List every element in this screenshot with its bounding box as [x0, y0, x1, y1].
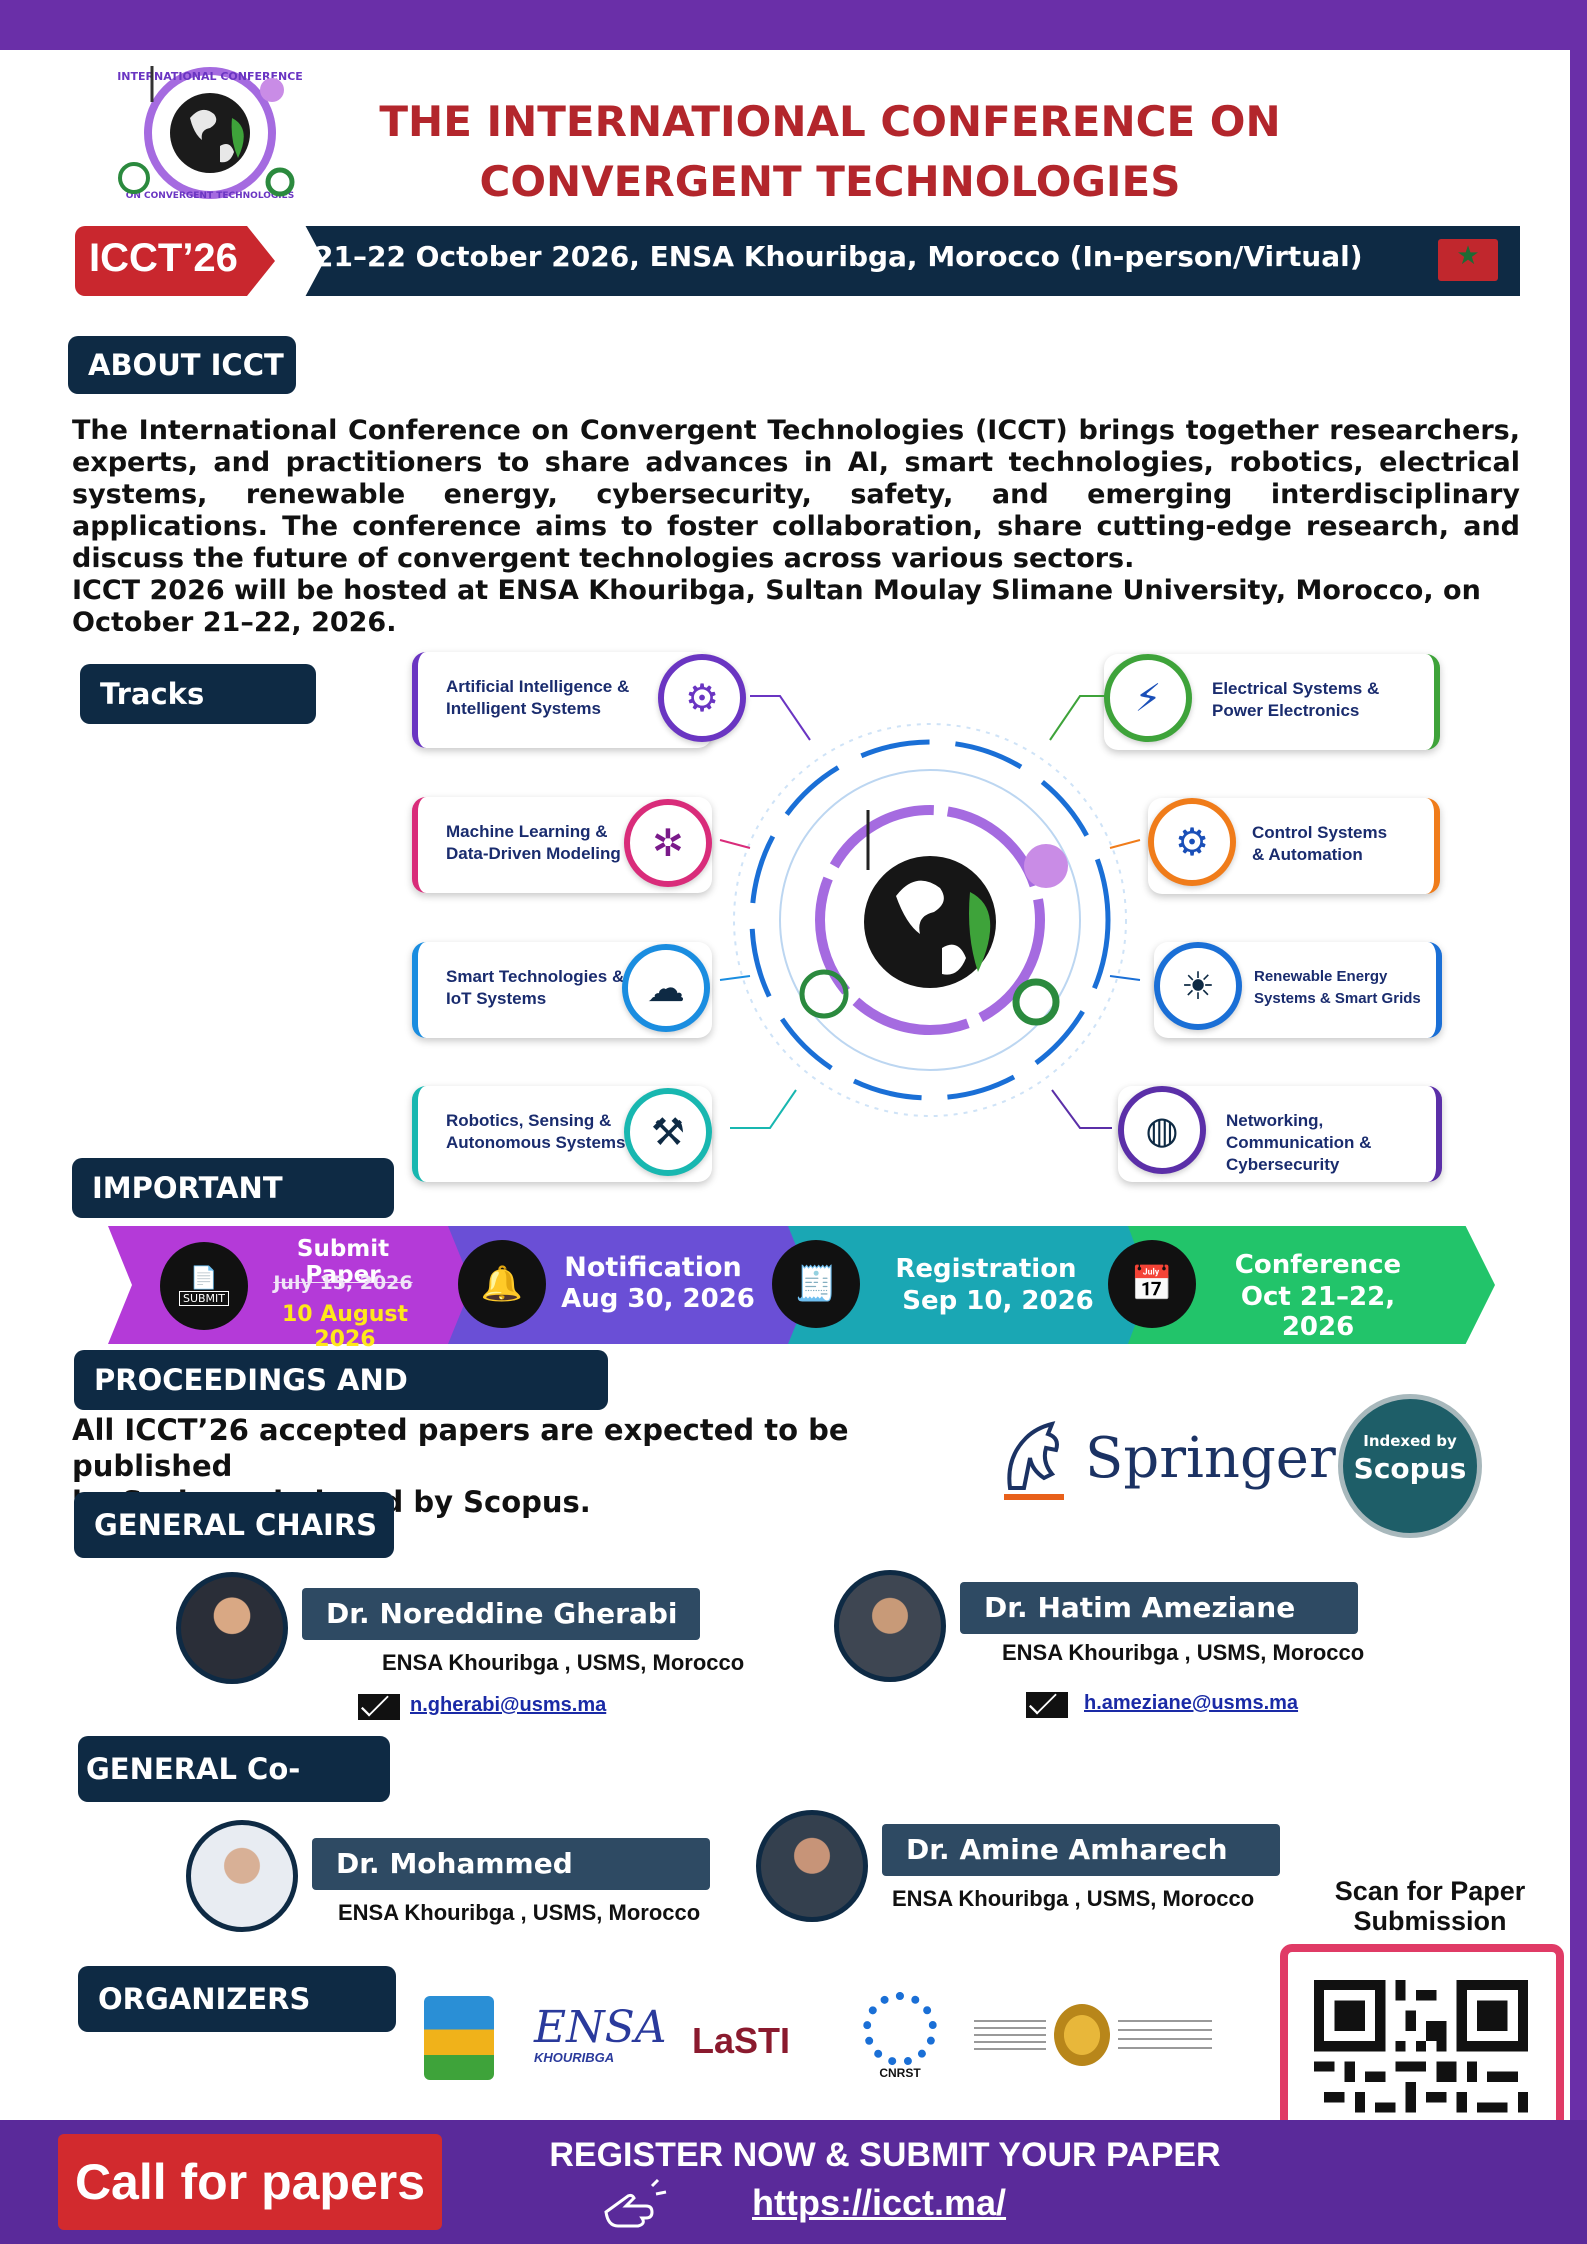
track-label: Networking, Communication & Cybersecurit… [1226, 1111, 1372, 1174]
brain-circuit-icon: ⚙ [658, 654, 746, 742]
track-label: Machine Learning & Data-Driven Modeling [446, 822, 621, 863]
title-line-1: THE INTERNATIONAL CONFERENCE ON [379, 97, 1281, 146]
registration-date: Sep 10, 2026 [902, 1286, 1094, 1316]
dates-timeline: 📄SUBMIT Submit Paper July 15, 2026 10 Au… [108, 1226, 1495, 1352]
submit-paper-new-date: 10 August 2026 [282, 1302, 408, 1352]
date-location-text: 21–22 October 2026, ENSA Khouribga, Moro… [314, 240, 1363, 273]
flag-star-icon: ★ [1456, 241, 1480, 271]
cochair-name: Dr. Amine Amharech [882, 1824, 1280, 1876]
mail-icon [358, 1694, 400, 1720]
morocco-flag-icon [1438, 239, 1498, 281]
track-label: Control Systems & Automation [1252, 823, 1388, 864]
tracks-center-emblem [733, 723, 1127, 1117]
notification-date: Aug 30, 2026 [561, 1284, 755, 1314]
logo-text-bottom: ON CONVERGENT TECHNOLOGIES [126, 191, 295, 201]
springer-horse-logo-icon [1004, 1421, 1064, 1500]
avatar [186, 1820, 298, 1932]
page-title: THE INTERNATIONAL CONFERENCE ON CONVERGE… [330, 92, 1330, 212]
track-label: Smart Technologies & IoT Systems [446, 967, 625, 1008]
pointing-hand-icon [604, 2178, 667, 2228]
about-heading: ABOUT ICCT [68, 336, 296, 394]
usms-university-logo [424, 1996, 494, 2080]
title-line-2: CONVERGENT TECHNOLOGIES [479, 157, 1181, 206]
proceedings-line-1: All ICCT’26 accepted papers are expected… [72, 1413, 849, 1483]
notification-title: Notification [564, 1252, 742, 1283]
register-cta: REGISTER NOW & SUBMIT YOUR PAPER [549, 2136, 1221, 2174]
calendar-icon: 📅 [1108, 1240, 1196, 1328]
cnrst-logo-text: CNRST [879, 2066, 921, 2080]
proceedings-heading: PROCEEDINGS AND PUBLICATION [74, 1350, 608, 1457]
track-label: Electrical Systems & Power Electronics [1212, 679, 1380, 720]
qr-label-line-2: Submission [1353, 1906, 1507, 1936]
chair-email-link[interactable]: h.ameziane@usms.ma [1084, 1692, 1299, 1714]
globe-lock-icon: ◍ [1118, 1086, 1206, 1174]
call-for-papers-banner: Call for papers [58, 2134, 442, 2230]
chair-affiliation: ENSA Khouribga , USMS, Morocco [1002, 1640, 1365, 1665]
mail-icon [1026, 1692, 1068, 1718]
wifi-cloud-icon: ☁ [622, 944, 710, 1032]
date-location-bar [305, 226, 1520, 296]
chair-email-link[interactable]: n.gherabi@usms.ma [410, 1694, 607, 1716]
organizers-heading: ORGANIZERS [78, 1966, 396, 2032]
ministry-text-left [974, 2020, 1046, 2054]
network-nodes-icon: ✲ [624, 799, 712, 887]
cnrst-logo: CNRST [858, 1992, 942, 2080]
qr-label-line-1: Scan for Paper [1334, 1876, 1526, 1906]
submit-paper-title: Submit Paper [296, 1236, 390, 1288]
conference-title: Conference [1234, 1250, 1402, 1280]
track-connectors [719, 695, 1141, 1129]
registration-title: Registration [895, 1254, 1077, 1284]
cochair-name: Dr. Mohammed [312, 1838, 710, 1890]
website-link[interactable]: https://icct.ma/ [752, 2182, 1007, 2223]
submit-paper-old-date: July 15, 2026 [273, 1272, 413, 1294]
tracks-heading: Tracks [80, 664, 316, 724]
conference-date: Oct 21–22, 2026 [1240, 1282, 1396, 1342]
general-cochairs-heading: GENERAL Co-CHAIRS [78, 1736, 390, 1852]
icct-badge: ICCT’26 [75, 226, 275, 296]
track-label: Robotics, Sensing & Autonomous Systems [446, 1111, 626, 1152]
submit-icon-label: SUBMIT [178, 1291, 230, 1306]
invoice-icon: 🧾 [772, 1240, 860, 1328]
avatar [834, 1570, 946, 1682]
bell-icon: 🔔 [458, 1240, 546, 1328]
conference-logo: INTERNATIONAL CONFERENCE ON CONVERGENT T… [117, 66, 303, 201]
chair-affiliation: ENSA Khouribga , USMS, Morocco [382, 1650, 745, 1675]
springer-wordmark: Springer [1085, 1426, 1336, 1491]
ministry-emblem-icon [1054, 2004, 1110, 2066]
chair-name: Dr. Hatim Ameziane [960, 1582, 1358, 1634]
lasti-logo: LaSTI [692, 2020, 791, 2061]
scopus-name: Scopus [1353, 1452, 1467, 1485]
cochair-affiliation: ENSA Khouribga , USMS, Morocco [892, 1886, 1255, 1911]
chair-name: Dr. Noreddine Gherabi [302, 1588, 700, 1640]
general-chairs-heading: GENERAL CHAIRS [74, 1492, 394, 1558]
about-paragraph-1: The International Conference on Converge… [72, 415, 1520, 574]
lightning-icon: ⚡ [1104, 654, 1192, 742]
logo-text-top: INTERNATIONAL CONFERENCE [117, 70, 303, 83]
avatar [756, 1810, 868, 1922]
avatar [176, 1572, 288, 1684]
about-paragraph-2: ICCT 2026 will be hosted at ENSA Khourib… [72, 575, 1481, 638]
submit-document-icon: 📄SUBMIT [160, 1242, 248, 1330]
track-label: Renewable Energy Systems & Smart Grids [1254, 968, 1421, 1007]
wind-solar-icon: ☀ [1154, 942, 1242, 1030]
track-label: Artificial Intelligence & Intelligent Sy… [446, 677, 630, 718]
top-frame-bar [0, 0, 1587, 50]
about-paragraph: The International Conference on Converge… [72, 415, 1520, 639]
right-frame-bar [1570, 0, 1587, 2244]
ministry-text-right [1118, 2020, 1212, 2054]
cochair-affiliation: ENSA Khouribga , USMS, Morocco [338, 1900, 701, 1925]
scopus-indexed-by: Indexed by [1363, 1432, 1457, 1450]
gear-circuit-icon: ⚙ [1148, 798, 1236, 886]
scopus-badge [1338, 1394, 1482, 1538]
ensa-logo-text: ENSA [534, 2002, 667, 2053]
ensa-logo: ENSA KHOURIBGA [534, 2006, 670, 2076]
qr-label: Scan for Paper Submission [1330, 1876, 1530, 1936]
robot-arm-icon: ⚒ [624, 1088, 712, 1176]
important-dates-heading: IMPORTANT DATES [72, 1158, 394, 1265]
ensa-logo-subtext: KHOURIBGA [534, 2050, 615, 2065]
